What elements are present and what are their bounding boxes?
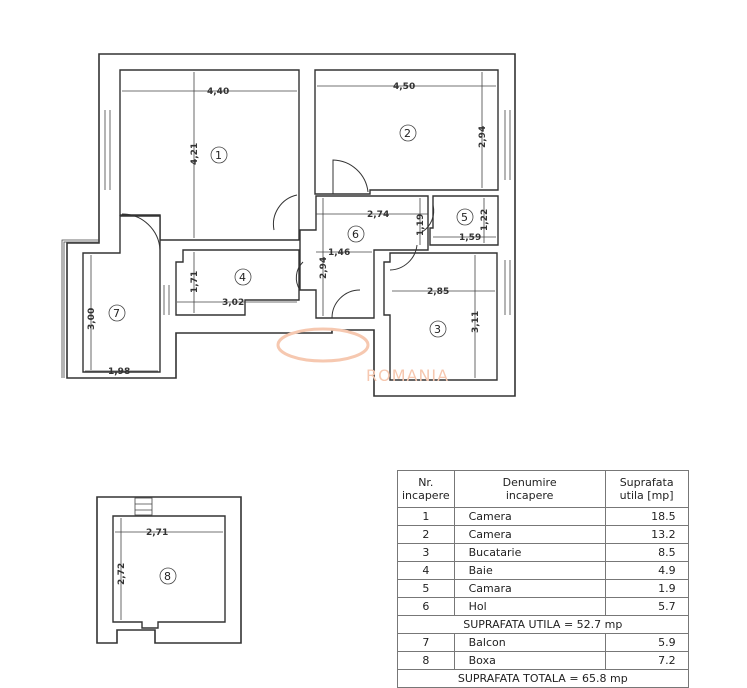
room-number: 4 [239,271,246,284]
cell-area: 8.5 [604,543,689,562]
header-text: utila [mp] [619,489,674,502]
dim-label: 1,98 [108,367,130,377]
header-text: incapere [505,489,554,502]
dim-label: 2,71 [146,528,168,538]
room-6 [299,195,429,319]
cell-name: Hol [453,597,606,616]
dim-label: 2,72 [117,563,127,585]
header-text: Suprafata [619,476,674,489]
dimension-lines [85,72,496,620]
room-number: 5 [461,211,468,224]
room-7 [82,215,161,373]
room-number: 1 [215,149,222,162]
cell-area: 5.7 [604,597,689,616]
cell-area: 7.2 [604,651,689,670]
room-number-markers: 1 2 3 4 5 6 7 8 [108,124,474,585]
dim-label: 2,94 [319,257,329,279]
room-number: 3 [434,323,441,336]
dim-label: 1,19 [416,214,426,236]
balcony-rail [63,241,99,378]
header-text: Denumire [502,476,557,489]
cell-area: 13.2 [604,525,689,544]
cell-area: 5.9 [604,633,689,652]
header-text: incapere [402,489,450,502]
cell-nr: 4 [397,561,455,580]
dimension-labels: 4,40 4,21 4,50 2,94 2,85 3,11 3,02 1,71 … [87,82,490,585]
box-stairs [134,497,153,516]
header-nr: Nr.incapere [397,470,455,508]
dim-label: 4,50 [393,82,415,92]
cell-name: Baie [453,561,606,580]
cell-nr: 8 [397,651,455,670]
header-text: Nr. [418,476,434,489]
dim-label: 1,71 [190,271,200,293]
total-row: SUPRAFATA TOTALA = 65.8 mp [397,669,689,688]
watermark-text: ROMANIA [366,366,449,385]
dim-label: 1,59 [459,233,481,243]
room-8 [112,515,226,629]
dim-label: 2,85 [427,287,449,297]
dim-label: 3,11 [471,311,481,333]
cell-nr: 7 [397,633,455,652]
total-text: SUPRAFATA TOTALA = 65.8 mp [397,669,689,688]
dim-label: 1,46 [328,248,350,258]
dim-label: 2,74 [367,210,389,220]
dim-label: 4,21 [190,143,200,165]
cell-area: 1.9 [604,579,689,598]
cell-nr: 5 [397,579,455,598]
cell-name: Camera [453,525,606,544]
cell-nr: 2 [397,525,455,544]
cell-nr: 3 [397,543,455,562]
cell-area: 4.9 [604,561,689,580]
cell-name: Camera [453,507,606,526]
cell-area: 18.5 [604,507,689,526]
room-3 [383,252,498,381]
dim-label: 3,00 [87,308,97,330]
room-number: 8 [164,570,171,583]
subtotal-text: SUPRAFATA UTILA = 52.7 mp [397,615,689,634]
cell-nr: 1 [397,507,455,526]
cell-name: Bucatarie [453,543,606,562]
cell-name: Camara [453,579,606,598]
cell-nr: 6 [397,597,455,616]
watermark-logo [276,327,370,363]
dim-label: 3,02 [222,298,244,308]
cell-name: Balcon [453,633,606,652]
balcony-rail [61,239,99,378]
dim-label: 2,94 [478,126,488,148]
door-arcs [121,159,435,319]
room-2 [314,69,499,195]
window-marks [104,110,511,315]
room-number: 6 [352,228,359,241]
dim-label: 4,40 [207,87,229,97]
dim-label: 1,22 [480,209,490,231]
room-number: 2 [404,127,411,140]
subtotal-row: SUPRAFATA UTILA = 52.7 mp [397,615,689,634]
room-5 [429,195,499,246]
room-number: 7 [113,307,120,320]
cell-name: Boxa [453,651,606,670]
